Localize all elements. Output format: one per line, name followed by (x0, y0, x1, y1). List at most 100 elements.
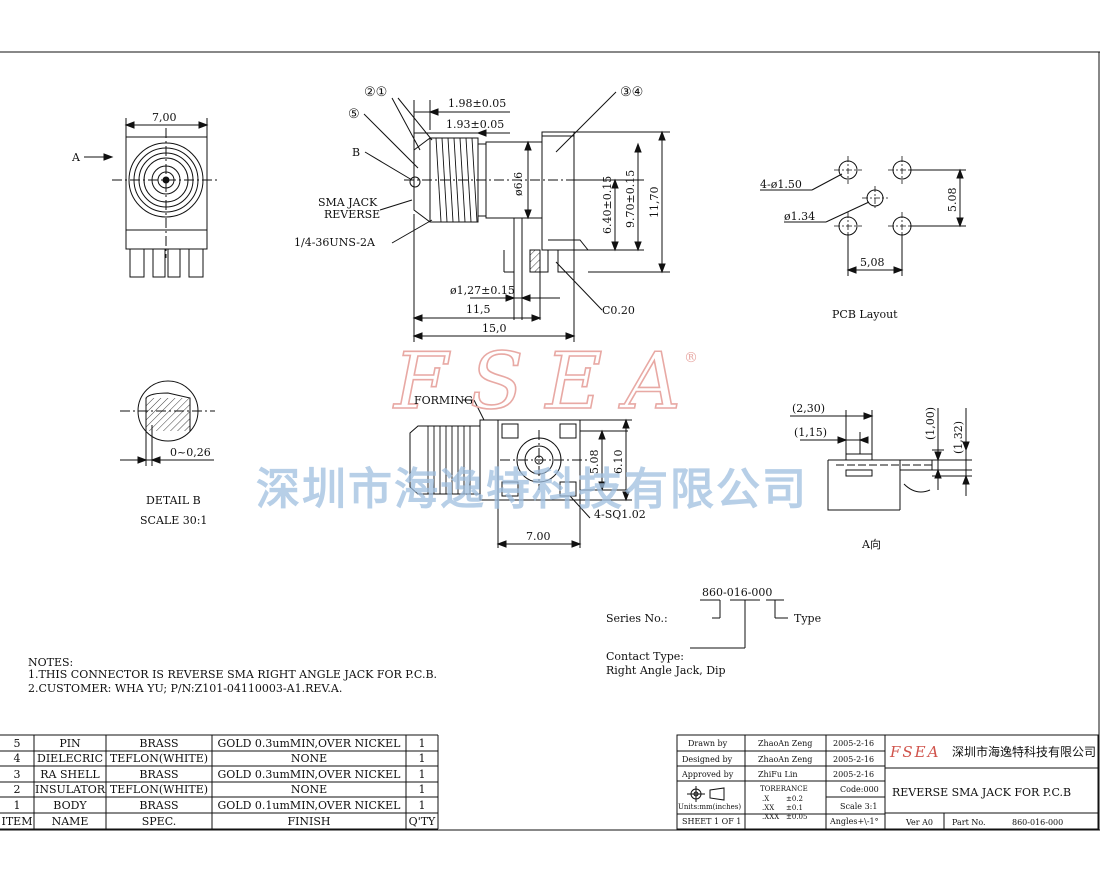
dim-1-98: 1.98±0.05 (448, 97, 506, 110)
drawn-label: Drawn by (688, 739, 728, 748)
note-1: 1.THIS CONNECTOR IS REVERSE SMA RIGHT AN… (28, 668, 437, 681)
bom-header: ITEM (2, 815, 33, 828)
tol-xx-value: ±0.1 (786, 804, 803, 812)
view-a-arrow-label: A (71, 151, 81, 164)
part-no-value: 860-016-000 (1012, 818, 1063, 827)
watermark-registered-icon: ® (684, 350, 698, 366)
angles-label: Angles+\-1° (829, 817, 879, 826)
dim-side-width: 7,00 (152, 111, 177, 124)
bom-cell: PIN (59, 737, 81, 750)
bom-cell: 1 (419, 799, 426, 812)
bom-cell: 2 (14, 783, 21, 796)
dim-11-70: 11,70 (648, 187, 661, 219)
bom-cell: NONE (291, 783, 327, 796)
pcb-layout (760, 156, 966, 276)
dim-7-00: 7.00 (526, 530, 551, 543)
bom-cell: BODY (53, 799, 87, 812)
dim-pin-dia: ø1,27±0.15 (450, 284, 515, 297)
bom-header: Q'TY (409, 815, 436, 828)
bom-cell: 4 (14, 752, 21, 765)
balloon-3-4: ③④ (620, 85, 643, 100)
detail-b-scale: SCALE 30:1 (140, 514, 207, 527)
balloon-2-1: ②① (364, 85, 387, 100)
notes-title: NOTES: (28, 656, 73, 669)
dim-11-5: 11,5 (466, 303, 491, 316)
detail-b (120, 380, 215, 466)
label-reverse: REVERSE (324, 208, 380, 221)
approved-name: ZhiFu Lin (758, 770, 798, 779)
pcb-dim-vertical: 5.08 (946, 188, 959, 213)
dim-1-32: (1,32) (952, 421, 965, 454)
bom-cell: 1 (419, 752, 426, 765)
label-b: B (352, 146, 360, 159)
title-block-brand: FSEA (889, 743, 940, 761)
bom-cell: 3 (14, 768, 21, 781)
drawn-date: 2005-2-16 (833, 739, 874, 748)
pcb-hole-small: ø1.34 (784, 210, 815, 223)
bom-header: FINISH (287, 815, 330, 828)
label-thread: 1/4-36UNS-2A (294, 236, 376, 249)
drawn-name: ZhaoAn Zeng (758, 739, 812, 748)
bom-cell: DIELECRIC (37, 752, 103, 765)
approved-label: Approved by (681, 770, 734, 779)
part-code-diagram (690, 599, 788, 649)
designed-date: 2005-2-16 (833, 755, 874, 764)
drawing-title: REVERSE SMA JACK FOR P.C.B (892, 786, 1071, 799)
bom-cell: BRASS (139, 768, 178, 781)
bom-cell: BRASS (139, 799, 178, 812)
bom-cell: BRASS (139, 737, 178, 750)
dim-dia-6-6: ø6.6 (512, 172, 525, 196)
watermark-company: 深圳市海逸特科技有限公司 (256, 464, 808, 515)
bom-cell: GOLD 0.3umMIN,OVER NICKEL (218, 768, 402, 781)
title-block (676, 734, 1099, 830)
balloon-5: ⑤ (348, 107, 360, 122)
view-a-caption: A向 (861, 537, 881, 551)
type-label: Type (794, 612, 821, 625)
tolerance-label: TORERANCE (760, 785, 808, 793)
main-view (363, 91, 670, 342)
bom-cell: 1 (419, 737, 426, 750)
pcb-dim-horizontal: 5,08 (860, 256, 885, 269)
detail-b-title: DETAIL B (146, 494, 201, 507)
dim-6-10: 6.10 (612, 450, 625, 475)
dim-6-40: 6.40±0.15 (601, 176, 614, 234)
approved-date: 2005-2-16 (833, 770, 874, 779)
designed-label: Designed by (682, 755, 733, 764)
dim-4-sq: 4-SQ1.02 (594, 508, 646, 521)
dim-1-93: 1.93±0.05 (446, 118, 504, 131)
view-a (790, 408, 972, 511)
dim-1-15: (1,15) (794, 426, 827, 439)
bottom-view (409, 399, 632, 548)
dim-5-08: 5.08 (588, 450, 601, 475)
contact-type-label: Contact Type: (606, 650, 684, 663)
bom-cell: 1 (419, 783, 426, 796)
dim-2-30: (2,30) (792, 402, 825, 415)
bom-cell: 1 (419, 768, 426, 781)
scale-label: Scale 3:1 (840, 802, 877, 811)
series-label: Series No.: (606, 612, 668, 625)
note-2: 2.CUSTOMER: WHA YU; P/N:Z101-04110003-A1… (28, 682, 342, 695)
side-view (84, 118, 220, 278)
pcb-layout-caption: PCB Layout (832, 308, 898, 321)
detail-b-dim: 0~0,26 (170, 446, 211, 459)
label-forming: FORMING (414, 394, 473, 407)
bom-cell: RA SHELL (40, 768, 100, 781)
bom-cell: NONE (291, 752, 327, 765)
part-number: 860-016-000 (702, 586, 772, 599)
units-label: Units:mm(inches) (678, 803, 741, 811)
code-label: Code:000 (840, 785, 879, 794)
watermark-brand: FSEA (392, 337, 703, 427)
bom-cell: GOLD 0.1umMIN,OVER NICKEL (218, 799, 402, 812)
bom-cell: 1 (14, 799, 21, 812)
tol-xxx-value: ±0.05 (786, 813, 807, 821)
bom-cell: 5 (14, 737, 21, 750)
title-block-company: 深圳市海逸特科技有限公司 (952, 744, 1096, 759)
tol-x-value: ±0.2 (786, 795, 803, 803)
part-no-label: Part No. (952, 818, 986, 827)
tol-xxx: .XXX (762, 813, 779, 821)
dim-15-0: 15,0 (482, 322, 507, 335)
dim-1-00: (1,00) (924, 407, 937, 440)
version-label: Ver A0 (905, 818, 933, 827)
bom-header: SPEC. (142, 815, 177, 828)
